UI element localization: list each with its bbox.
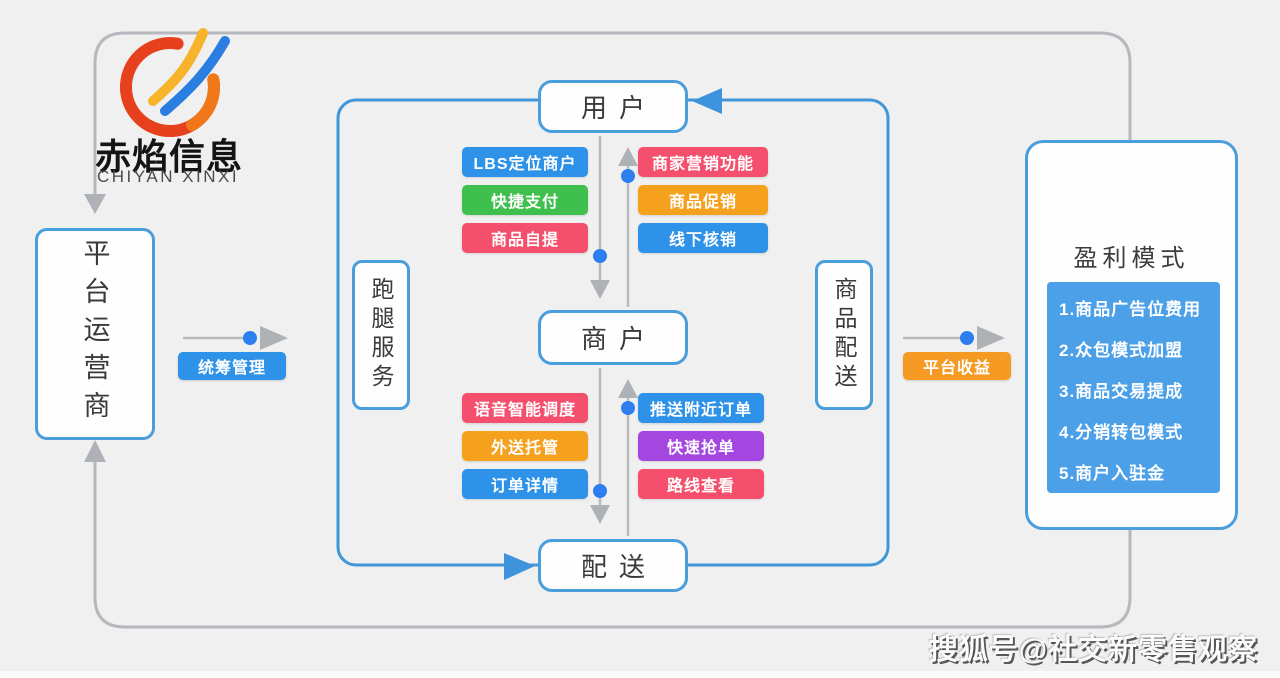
feature-tag: 商品自提 xyxy=(462,223,588,253)
dot-icon xyxy=(593,484,607,498)
dot-icon xyxy=(621,169,635,183)
arrow-up-into-platform-icon xyxy=(84,440,106,462)
feature-tag: 商家营销功能 xyxy=(638,147,768,177)
arrow-down-into-platform-icon xyxy=(84,194,106,214)
bottom-strip xyxy=(0,671,1280,678)
company-logo-icon xyxy=(119,28,230,138)
arrow-down-icon xyxy=(590,280,610,299)
feature-tag: 路线查看 xyxy=(638,469,764,499)
errand-service-label: 跑腿服务 xyxy=(368,277,394,393)
dot-icon xyxy=(243,331,257,345)
feature-tag: 商品促销 xyxy=(638,185,768,215)
profit-item: 4.分销转包模式 xyxy=(1059,423,1184,442)
feature-tag: 线下核销 xyxy=(638,223,768,253)
feature-tag: 快捷支付 xyxy=(462,185,588,215)
feature-tag: LBS定位商户 xyxy=(462,147,588,177)
profit-item: 3.商品交易提成 xyxy=(1059,382,1184,401)
user-box: 用户 xyxy=(538,80,688,133)
feature-tag: 外送托管 xyxy=(462,431,588,461)
platform-operator-label: 平台运营商 xyxy=(79,239,110,429)
delivery-box: 配送 xyxy=(538,539,688,592)
goods-delivery-label: 商品配送 xyxy=(831,277,857,393)
errand-service-box: 跑腿服务 xyxy=(352,260,410,410)
profit-model-title: 盈利模式 xyxy=(1073,245,1190,272)
goods-delivery-box: 商品配送 xyxy=(815,260,873,410)
feature-tag: 订单详情 xyxy=(462,469,588,499)
profit-item: 2.众包模式加盟 xyxy=(1059,341,1184,360)
feature-tag: 推送附近订单 xyxy=(638,393,764,423)
feature-tag: 快速抢单 xyxy=(638,431,764,461)
arrow-right-icon xyxy=(977,326,1005,350)
merchant-box: 商户 xyxy=(538,310,688,365)
logo-company-name: 赤焰信息 xyxy=(95,136,244,177)
watermark-text: 搜狐号@社交新零售观察 xyxy=(928,634,1258,666)
logo-company-subtitle: CHIYAN XINXI xyxy=(97,167,240,186)
arrow-down-icon xyxy=(590,505,610,524)
feature-tag: 语音智能调度 xyxy=(462,393,588,423)
dot-icon xyxy=(593,249,607,263)
delivery-label: 配送 xyxy=(580,552,657,582)
profit-item: 5.商户入驻金 xyxy=(1059,464,1166,483)
user-label: 用户 xyxy=(580,93,657,123)
arrow-up-icon xyxy=(618,147,638,166)
merchant-label: 商户 xyxy=(580,324,657,354)
arrow-up-icon xyxy=(618,379,638,398)
profit-model-list: 1.商品广告位费用 2.众包模式加盟 3.商品交易提成 4.分销转包模式 5.商… xyxy=(1047,282,1220,493)
dot-icon xyxy=(960,331,974,345)
arrow-right-into-delivery-icon xyxy=(504,553,535,580)
profit-item: 1.商品广告位费用 xyxy=(1059,300,1202,319)
manage-tag: 统筹管理 xyxy=(178,352,286,380)
arrow-left-into-user-icon xyxy=(692,88,722,114)
platform-operator-box: 平台运营商 xyxy=(35,228,155,440)
arrow-right-icon xyxy=(260,326,288,350)
dot-icon xyxy=(621,401,635,415)
revenue-tag: 平台收益 xyxy=(903,352,1011,380)
